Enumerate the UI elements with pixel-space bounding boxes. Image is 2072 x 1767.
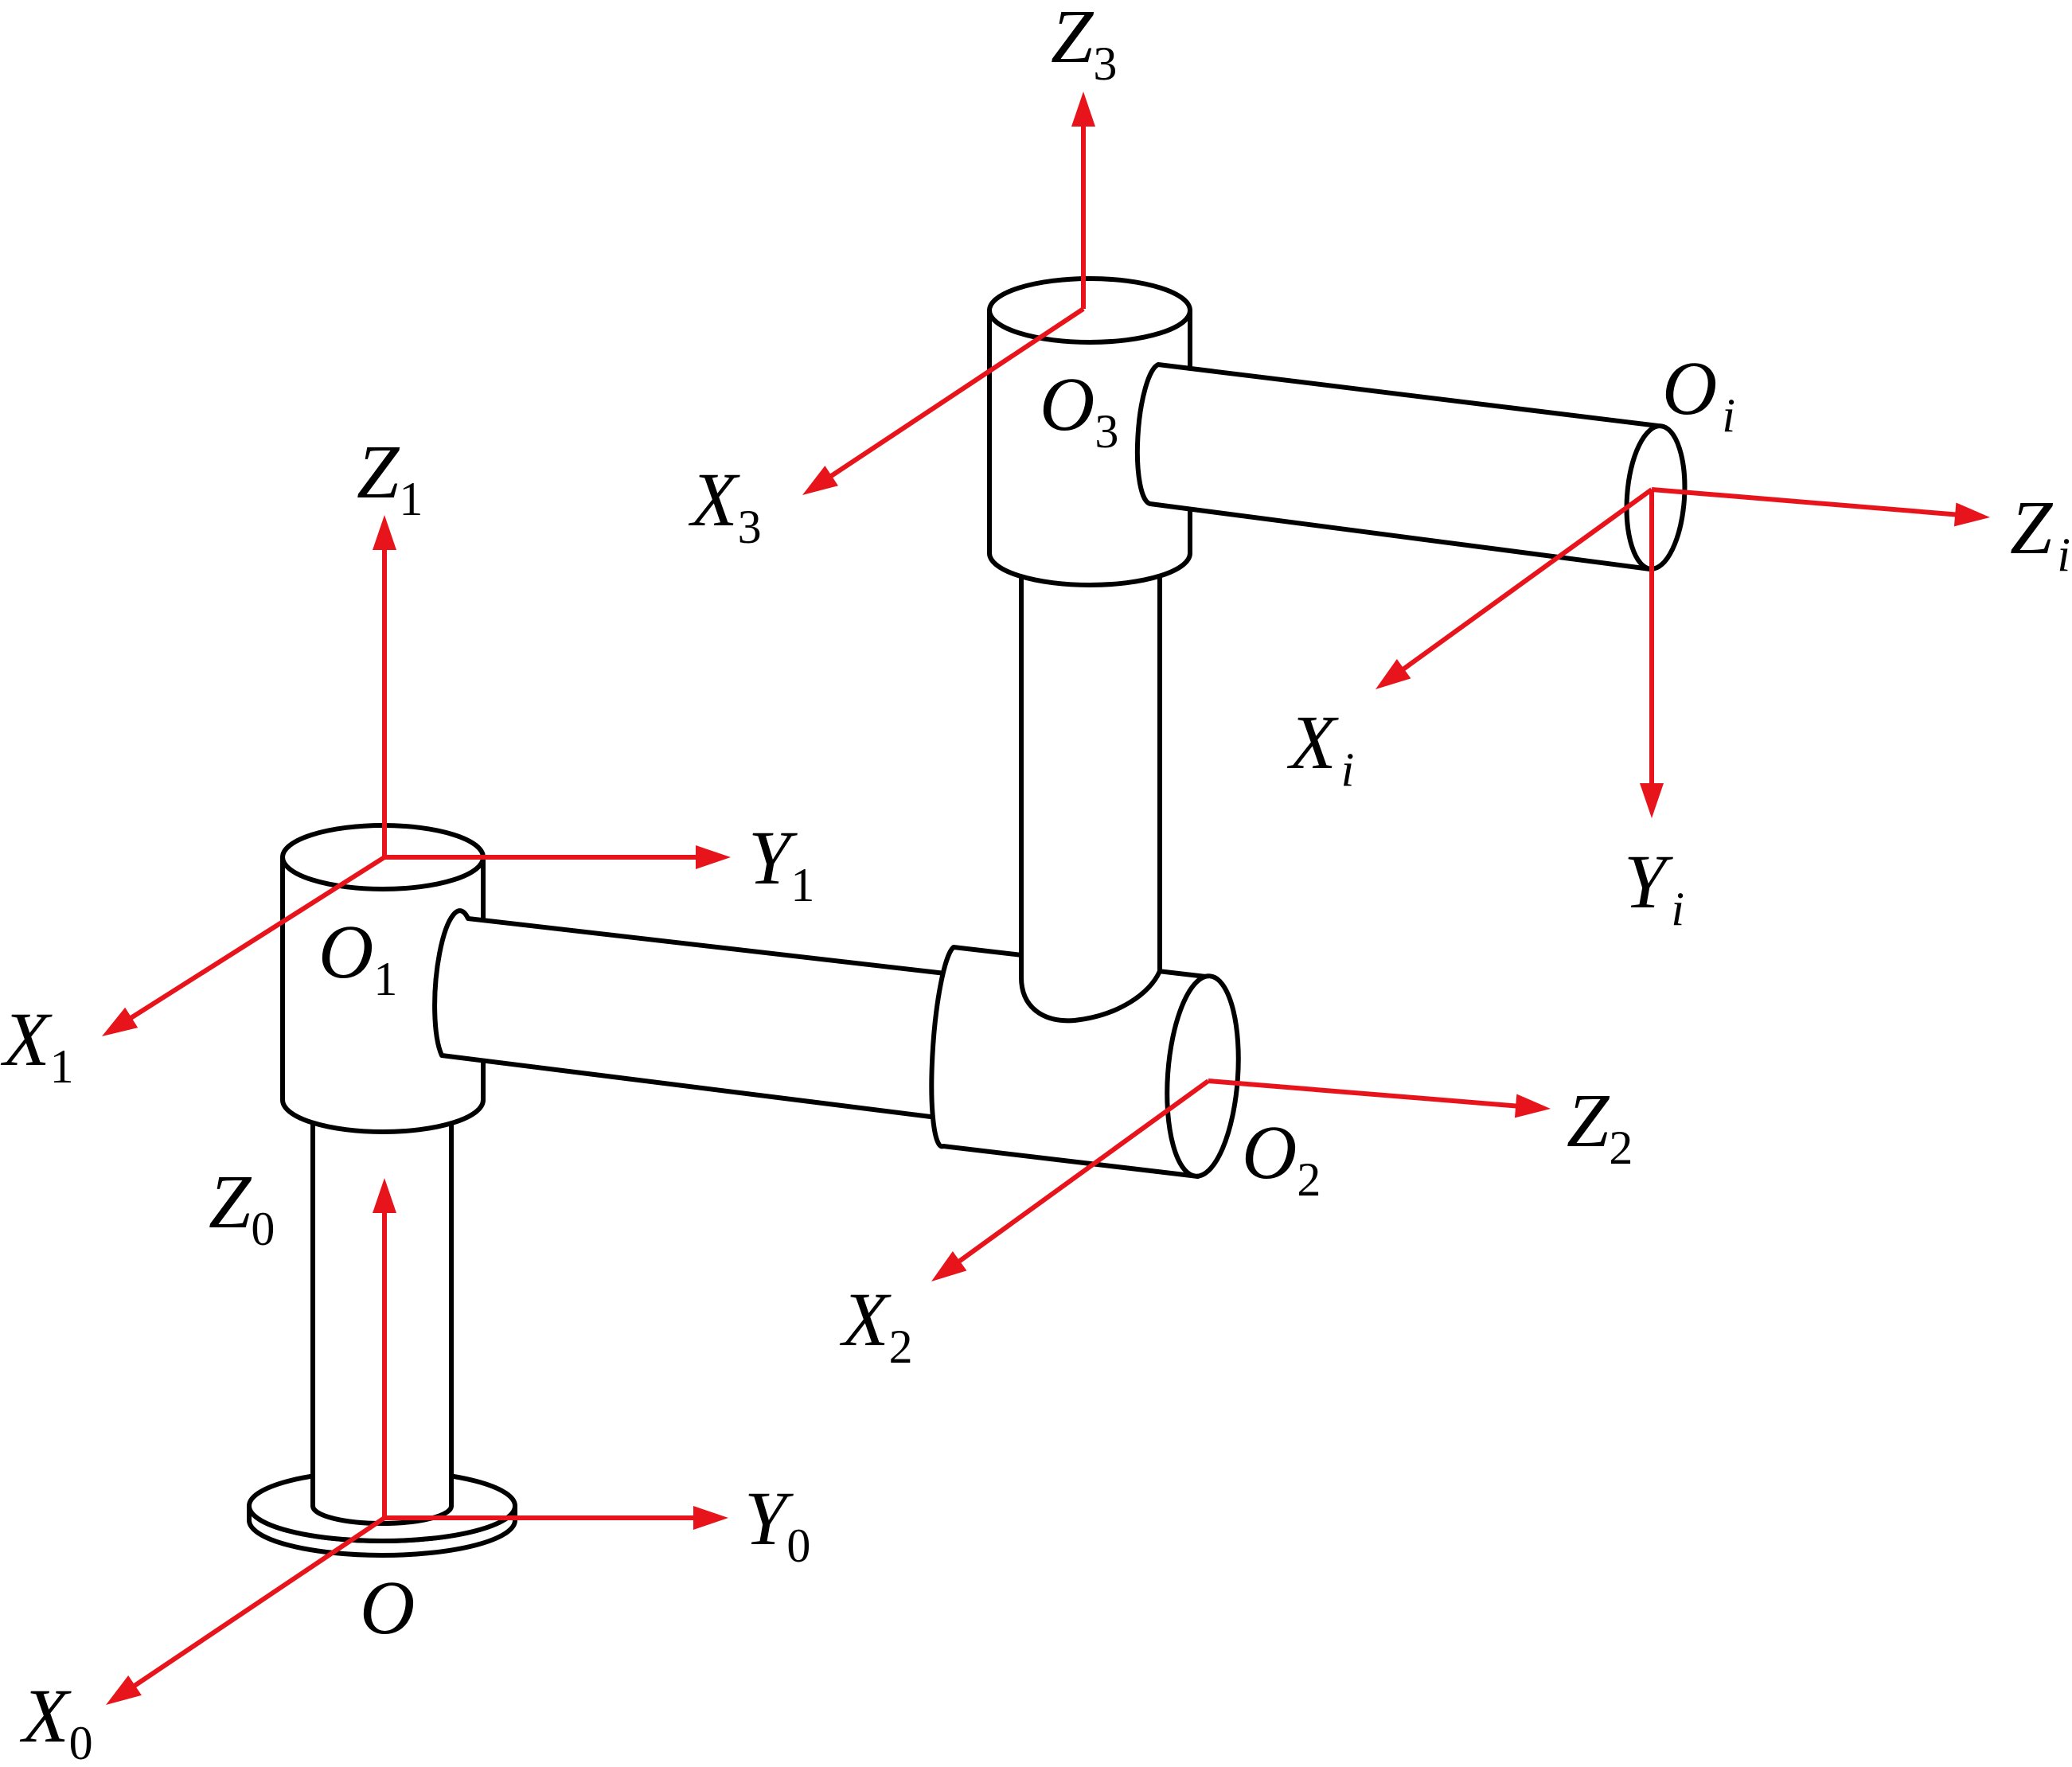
axis-y1 [384,845,731,869]
axis-x2-line [955,1079,1210,1265]
axis-y0-arrowhead [693,1506,728,1530]
axis-zi-line [1651,487,1959,517]
axis-z3 [1071,92,1095,309]
axis-z0-arrowhead [373,1178,396,1213]
axis-z1-arrowhead [373,515,396,550]
axis-xi-line [1399,487,1653,673]
axis-x3 [802,306,1085,495]
axis-z2-arrowhead [1514,1094,1551,1118]
label-z1: Z1 [357,429,423,525]
label-y0: Y0 [744,1476,810,1572]
axis-x1-arrowhead [102,1007,139,1036]
axis-x1 [102,855,386,1036]
axis-x2-arrowhead [931,1251,967,1281]
axis-x3-arrowhead [802,466,838,495]
axis-z2 [1208,1079,1551,1118]
axis-x0-line [131,1515,386,1690]
axis-xi [1375,487,1653,689]
axis-z0 [373,1178,396,1518]
label-o: O [360,1565,415,1650]
axis-y0 [384,1506,728,1530]
label-x1: X1 [0,997,74,1093]
axis-x2 [931,1079,1210,1281]
upright-link [1019,571,1162,1024]
axis-y1-arrowhead [696,845,731,869]
axis-zi-arrowhead [1953,502,1990,527]
axis-x1-line [127,855,386,1022]
label-z3: Z3 [1051,0,1117,90]
joint-2-cylinder [929,945,1241,1179]
axis-z2-line [1208,1079,1520,1109]
label-o3: O3 [1040,361,1118,458]
axis-yi [1640,490,1664,818]
axis-x3-line [827,306,1085,480]
axis-x0-arrowhead [106,1675,142,1705]
axis-zi [1651,487,1990,527]
label-x3: X3 [688,457,762,553]
label-y1: Y1 [748,815,814,911]
axis-x0 [106,1515,386,1705]
label-z2: Z2 [1567,1078,1633,1174]
axis-z3-arrowhead [1071,92,1095,127]
arm-link-1 [432,908,962,1121]
label-x0: X0 [19,1673,93,1767]
label-o2: O2 [1242,1110,1321,1206]
arm-link-2 [1134,362,1688,571]
label-x2: X2 [839,1277,913,1373]
joint-3-cylinder [987,276,1192,587]
axis-yi-arrowhead [1640,783,1664,818]
label-z0: Z0 [209,1159,275,1255]
label-o1: O1 [318,909,397,1005]
axis-z1 [373,515,396,857]
axis-xi-arrowhead [1375,659,1411,689]
coordinate-axes [102,92,1990,1705]
